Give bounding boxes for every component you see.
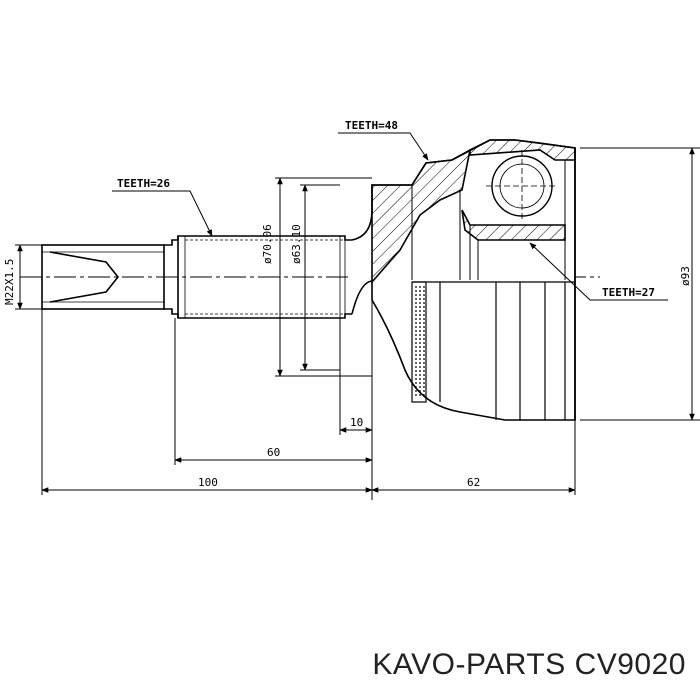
dia-63-label: ø63.10 (290, 224, 303, 264)
ball-cage (486, 150, 558, 222)
teeth-inner-label: TEETH=27 (602, 286, 655, 299)
dia-70-label: ø70.06 (261, 224, 274, 264)
splined-shaft (164, 235, 352, 319)
dia-93-label: ø93 (679, 266, 692, 286)
len-10-label: 10 (350, 416, 363, 429)
teeth-shaft-label: TEETH=26 (117, 177, 170, 190)
thread-end (41, 244, 165, 310)
teeth-outer-label: TEETH=48 (345, 119, 398, 132)
len-60-label: 60 (267, 446, 280, 459)
part-caption: KAVO-PARTS CV9020 (372, 648, 686, 681)
vertical-dimensions (15, 147, 700, 421)
len-100-label: 100 (198, 476, 218, 489)
thread-label: M22X1.5 (3, 259, 16, 305)
bell-housing (351, 139, 576, 421)
leader-lines (112, 132, 668, 301)
horizontal-dimensions (41, 300, 576, 500)
len-62-label: 62 (467, 476, 480, 489)
abs-ring (411, 281, 575, 420)
